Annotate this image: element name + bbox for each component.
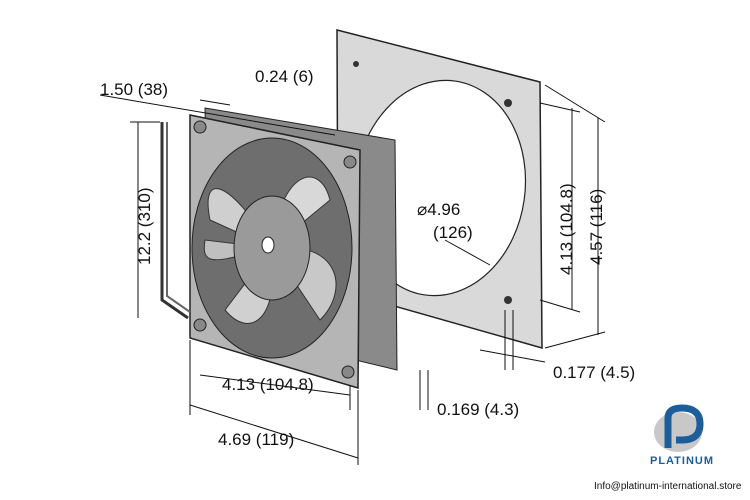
fan: [160, 107, 398, 390]
dim-diameter: ⌀4.96: [417, 200, 460, 219]
lead-wires: [160, 122, 189, 320]
dim-diameter-mm: (126): [433, 223, 473, 242]
dim-hole-spacing-horizontal: 4.13 (104.8): [222, 375, 314, 394]
dim-fan-hole: 0.169 (4.3): [437, 400, 519, 419]
dim-flange: 0.24 (6): [255, 67, 314, 86]
gasket-hole: [504, 99, 512, 107]
gasket-hole: [504, 296, 512, 304]
dim-hole-spacing-vertical: 4.13 (104.8): [557, 183, 576, 275]
platinum-logo: [654, 404, 704, 452]
dim-height: 4.57 (116): [587, 189, 606, 265]
dimension-lines: [99, 84, 606, 465]
dim-lead-length: 12.2 (310): [135, 188, 154, 266]
dim-width: 4.69 (119): [218, 430, 294, 449]
dim-gasket-hole: 0.177 (4.5): [553, 363, 635, 382]
logo-text: PLATINUM: [650, 455, 715, 467]
contact-email: Info@platinum-international.store: [594, 481, 742, 492]
dim-depth: 1.50 (38): [100, 80, 168, 99]
gasket-hole: [353, 61, 359, 67]
